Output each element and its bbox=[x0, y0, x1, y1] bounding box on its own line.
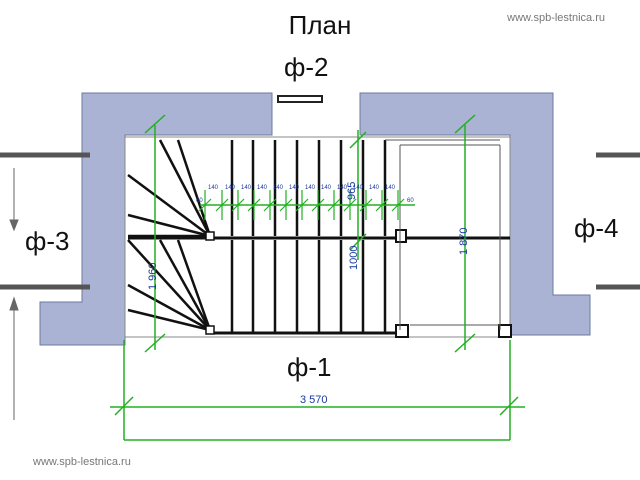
facade-label-f2: ф-2 bbox=[284, 52, 329, 82]
step-going-label: 140 bbox=[289, 185, 300, 191]
dim-tick-chain bbox=[198, 190, 405, 220]
dim-landing: 1000 bbox=[348, 246, 360, 270]
dim-lines bbox=[110, 114, 525, 441]
step-going-labels: 140 140 140 140 140 140 140 140 140 140 140 140 bbox=[208, 185, 396, 191]
dim-edge-right: 60 bbox=[407, 198, 414, 204]
step-going-label: 140 bbox=[321, 185, 332, 191]
opening-left-arrows bbox=[9, 168, 19, 420]
step-going-label: 140 bbox=[385, 185, 396, 191]
facade-label-f1: ф-1 bbox=[287, 352, 332, 382]
dim-right-depth: 1 870 bbox=[458, 227, 470, 255]
post-winder bbox=[205, 231, 215, 241]
step-going-label: 140 bbox=[337, 185, 348, 191]
facade-label-f4: ф-4 bbox=[574, 213, 619, 243]
step-going-label: 140 bbox=[353, 185, 364, 191]
landing-right bbox=[385, 139, 501, 330]
winder-lower bbox=[127, 239, 212, 332]
step-going-label: 140 bbox=[257, 185, 268, 191]
step-going-label: 140 bbox=[225, 185, 236, 191]
dim-total-width: 3 570 bbox=[300, 394, 328, 406]
treads-lower bbox=[230, 240, 387, 332]
post-bottom-right bbox=[498, 324, 512, 338]
opening-left bbox=[0, 152, 90, 290]
wall-outline bbox=[39, 92, 591, 346]
dim-mid: 965 bbox=[346, 182, 358, 200]
step-going-label: 140 bbox=[241, 185, 252, 191]
step-going-label: 140 bbox=[305, 185, 316, 191]
window-top bbox=[277, 95, 323, 103]
post-center bbox=[395, 229, 407, 243]
post-bottom-left bbox=[395, 324, 409, 338]
watermark-bottom: www.spb-lestnica.ru bbox=[33, 456, 131, 468]
step-going-label: 140 bbox=[273, 185, 284, 191]
treads-upper bbox=[230, 140, 387, 236]
step-going-label: 140 bbox=[208, 185, 219, 191]
facade-label-f3: ф-3 bbox=[25, 226, 70, 256]
opening-right bbox=[596, 152, 640, 290]
post-winder-low bbox=[205, 325, 215, 335]
dim-left-depth: 1 960 bbox=[147, 262, 159, 290]
watermark-top: www.spb-lestnica.ru bbox=[507, 12, 605, 24]
page-title: План bbox=[288, 10, 352, 40]
dim-edge-left: 60 bbox=[196, 198, 203, 204]
step-going-label: 140 bbox=[369, 185, 380, 191]
